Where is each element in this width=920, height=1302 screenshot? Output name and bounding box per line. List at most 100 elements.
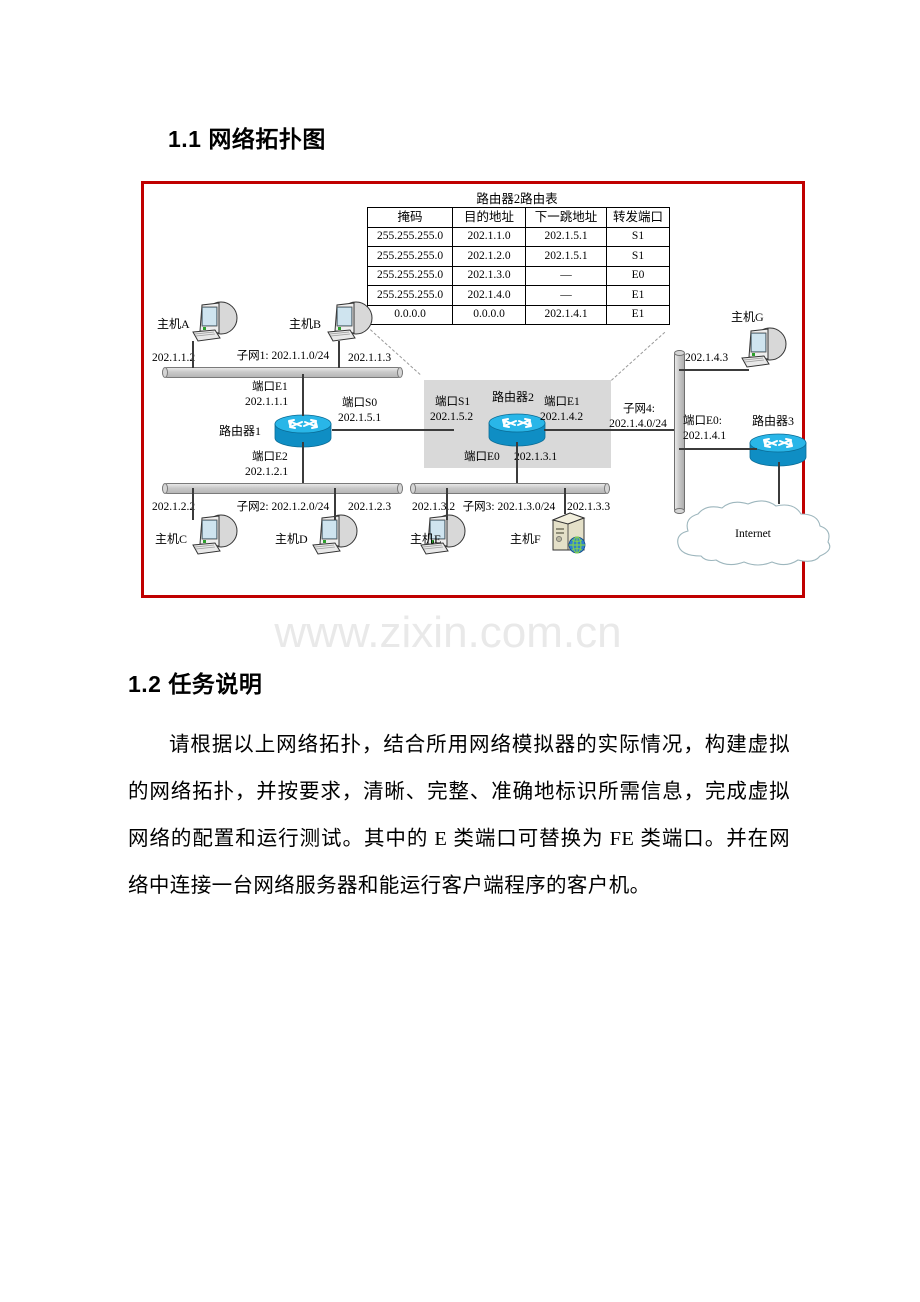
subnet3-label: 子网3: 202.1.3.0/24 (462, 501, 556, 513)
host-b-ip: 202.1.1.3 (348, 352, 392, 364)
routing-table: 掩码 目的地址 下一跳地址 转发端口 255.255.255.0 202.1.1… (367, 207, 670, 325)
router2-port-e0-ip: 202.1.3.1 (514, 451, 558, 463)
subnet3-bus (410, 483, 610, 494)
table-row: 255.255.255.0 202.1.4.0 — E1 (367, 285, 670, 306)
router3-label: 路由器3 (752, 414, 795, 428)
cell-interface: S1 (606, 246, 670, 267)
cell-nexthop: 202.1.4.1 (525, 304, 607, 325)
cell-destination: 202.1.2.0 (452, 246, 526, 267)
router2-port-s1: 端口S1 (435, 396, 471, 408)
th-nexthop: 下一跳地址 (525, 207, 607, 228)
router1-port-s0: 端口S0 (342, 397, 378, 409)
cell-destination: 202.1.4.0 (452, 285, 526, 306)
cell-destination: 0.0.0.0 (452, 304, 526, 325)
host-d-label: 主机D (275, 532, 308, 546)
subnet4-label-line1: 子网4: (623, 403, 655, 415)
host-b-label: 主机B (289, 317, 322, 331)
host-g-icon (738, 327, 790, 371)
router3-port-e0-ip: 202.1.4.1 (683, 430, 727, 442)
host-c-icon (189, 514, 241, 558)
host-a-icon (189, 301, 241, 345)
host-g-link (679, 369, 749, 371)
router2-label: 路由器2 (492, 390, 535, 404)
routing-table-title: 路由器2路由表 (476, 192, 558, 206)
cell-mask: 255.255.255.0 (367, 246, 453, 267)
table-row: 255.255.255.0 202.1.1.0 202.1.5.1 S1 (367, 226, 670, 247)
router1-port-e2-ip: 202.1.2.1 (245, 466, 289, 478)
subnet2-bus (162, 483, 403, 494)
router2-port-e0: 端口E0 (464, 451, 500, 463)
router1-port-e1-ip: 202.1.1.1 (245, 396, 289, 408)
section-1-2-heading: 1.2 任务说明 (128, 671, 263, 697)
th-mask: 掩码 (367, 207, 453, 228)
host-e-icon (417, 514, 469, 558)
table-row: 255.255.255.0 202.1.3.0 — E0 (367, 265, 670, 286)
cell-interface: E1 (606, 285, 670, 306)
router2-e0-link (516, 442, 518, 484)
router1-e1-link (302, 374, 304, 416)
host-f-link (564, 488, 566, 514)
router3-icon (748, 433, 808, 467)
cell-nexthop: — (525, 265, 607, 286)
router1-label: 路由器1 (219, 424, 262, 438)
host-b-icon (324, 301, 376, 345)
router2-e1-link (544, 429, 674, 431)
table-row: 0.0.0.0 0.0.0.0 202.1.4.1 E1 (367, 304, 670, 325)
cell-nexthop: 202.1.5.1 (525, 246, 607, 267)
network-topology-figure: 路由器2路由表 掩码 目的地址 下一跳地址 转发端口 255.255.255.0… (141, 181, 831, 598)
router3-to-internet-link (778, 462, 780, 504)
th-interface: 转发端口 (606, 207, 670, 228)
router1-port-s0-ip: 202.1.5.1 (338, 412, 382, 424)
cell-mask: 255.255.255.0 (367, 226, 453, 247)
task-description-paragraph: 请根据以上网络拓扑，结合所用网络模拟器的实际情况，构建虚拟的网络拓扑，并按要求，… (128, 734, 790, 897)
router1-e2-link (302, 442, 304, 484)
cell-nexthop: — (525, 285, 607, 306)
router1-port-e2: 端口E2 (252, 451, 288, 463)
watermark: www.zixin.com.cn (274, 608, 622, 657)
cell-destination: 202.1.1.0 (452, 226, 526, 247)
router1-port-e1: 端口E1 (252, 381, 288, 393)
router3-port-e0: 端口E0: (683, 415, 722, 427)
host-g-label: 主机G (731, 310, 764, 324)
cell-mask: 255.255.255.0 (367, 285, 453, 306)
host-d-icon (309, 514, 361, 558)
subnet1-label: 子网1: 202.1.1.0/24 (236, 350, 330, 362)
router1-to-router2-serial-link (332, 429, 454, 431)
router1-icon (273, 414, 333, 448)
host-d-link (334, 488, 336, 520)
host-c-ip: 202.1.2.2 (152, 501, 196, 513)
router2-port-e1-ip: 202.1.4.2 (540, 411, 584, 423)
host-f-ip: 202.1.3.3 (567, 501, 611, 513)
cell-destination: 202.1.3.0 (452, 265, 526, 286)
host-c-label: 主机C (155, 532, 188, 546)
table-header-row: 掩码 目的地址 下一跳地址 转发端口 (367, 207, 670, 228)
host-c-link (192, 488, 194, 520)
host-e-link (446, 488, 448, 520)
router3-e0-link (679, 448, 757, 450)
host-d-ip: 202.1.2.3 (348, 501, 392, 513)
cell-nexthop: 202.1.5.1 (525, 226, 607, 247)
host-e-label: 主机E (410, 532, 442, 546)
cell-interface: S1 (606, 226, 670, 247)
cell-mask: 255.255.255.0 (367, 265, 453, 286)
section-1-1-heading: 1.1 网络拓扑图 (168, 126, 326, 152)
subnet4-label-line2: 202.1.4.0/24 (609, 418, 667, 430)
router2-port-s1-ip: 202.1.5.2 (430, 411, 474, 423)
host-f-server-icon (548, 510, 588, 554)
subnet4-bus (674, 350, 685, 514)
cell-mask: 0.0.0.0 (367, 304, 453, 325)
callout-line-right (611, 331, 666, 381)
subnet2-label: 子网2: 202.1.2.0/24 (236, 501, 330, 513)
cell-interface: E0 (606, 265, 670, 286)
subnet1-bus (162, 367, 403, 378)
host-a-ip: 202.1.1.2 (152, 352, 196, 364)
internet-cloud-icon (668, 498, 838, 575)
host-b-link (338, 341, 340, 368)
host-g-ip: 202.1.4.3 (685, 352, 729, 364)
internet-label: Internet (735, 528, 771, 540)
th-destination: 目的地址 (452, 207, 526, 228)
table-row: 255.255.255.0 202.1.2.0 202.1.5.1 S1 (367, 246, 670, 267)
host-e-ip: 202.1.3.2 (412, 501, 456, 513)
host-f-label: 主机F (510, 532, 541, 546)
router2-icon (487, 413, 547, 447)
